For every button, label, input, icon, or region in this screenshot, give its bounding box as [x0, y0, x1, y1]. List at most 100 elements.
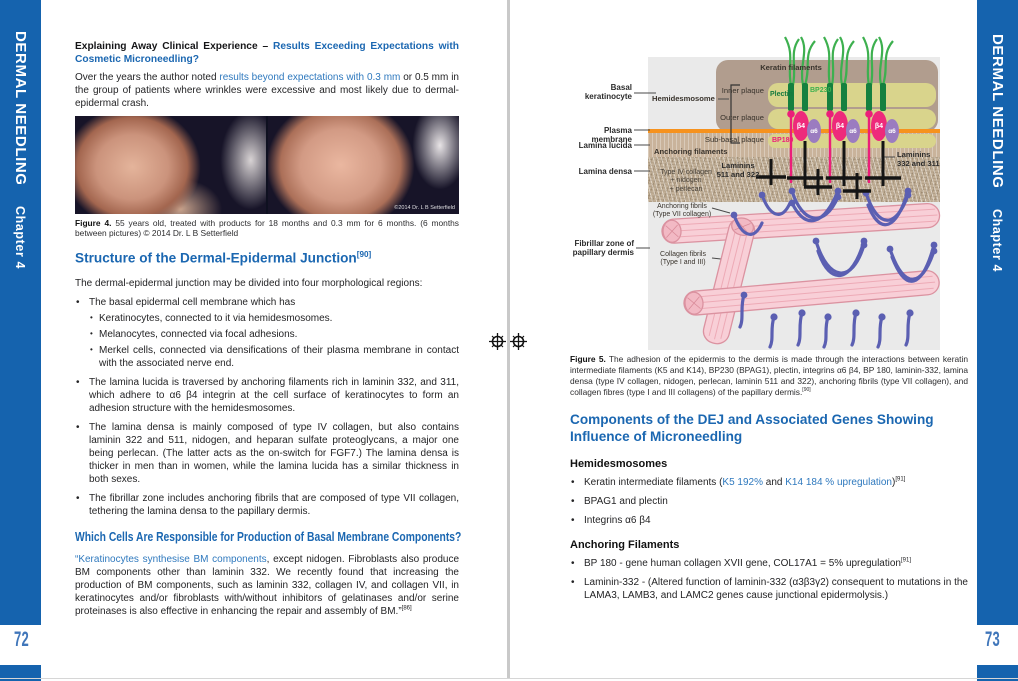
label-plectin: Plectin	[770, 91, 793, 98]
bullet-fibrillar-zone: • The fibrillar zone includes anchoring …	[75, 492, 459, 518]
bullet-marker: •	[76, 492, 80, 504]
integrin-alpha6: α6	[885, 119, 899, 143]
cells-section-heading: Which Cells Are Responsible for Producti…	[75, 529, 462, 546]
label-fibrillar-zone: Fibrillar zone of papillary dermis	[572, 239, 634, 258]
keratin-pre: Keratin intermediate filaments (	[584, 476, 723, 488]
sub-bullet-text: Keratinocytes, connected to it via hemid…	[99, 312, 333, 324]
bullet-basal-text: The basal epidermal cell membrane which …	[89, 296, 296, 308]
bullet-bpag1: • BPAG1 and plectin	[570, 495, 968, 508]
bullet-marker: •	[76, 296, 80, 308]
figure4-photo-before	[75, 115, 266, 214]
left-sidebar: DERMAL NEEDLING Chapter 4	[0, 0, 41, 625]
photo-watermark: ©2014 Dr. L B Setterfield	[394, 204, 455, 211]
keratin-mid: and	[763, 476, 786, 488]
left-sidebar-title: DERMAL NEEDLING	[12, 31, 29, 186]
label-inner-plaque: Inner plaque	[721, 86, 764, 95]
figure4-caption: Figure 4. 55 years old, treated with pro…	[75, 218, 459, 240]
bullet-laminin-332: • Laminin-332 - (Altered function of lam…	[570, 576, 968, 602]
bullet-marker: •	[571, 476, 575, 488]
label-anchoring-filaments: Anchoring filaments	[654, 147, 728, 156]
integrin-alpha6: α6	[846, 119, 860, 143]
quote-ref: [86]	[401, 605, 412, 612]
page-gutter-divider	[507, 0, 510, 678]
intro-para-pre: Over the years the author noted	[75, 71, 220, 83]
bullet-marker: •	[571, 557, 575, 569]
sub-bullet-marker: •	[90, 312, 93, 322]
right-page-column: Figure 5. The adhesion of the epidermis …	[570, 352, 968, 602]
figure4-caption-text: 55 years old, treated with products for …	[75, 217, 459, 239]
integrin-alpha6: α6	[807, 119, 821, 143]
sub-bullet-text: Melanocytes, connected via focal adhesio…	[99, 328, 298, 340]
figure5-caption-label: Figure 5.	[570, 354, 606, 364]
right-page-number: 73	[985, 628, 1001, 651]
bullet-laminin332-text: Laminin-332 - (Altered function of lamin…	[584, 576, 968, 601]
components-section-heading: Components of the DEJ and Associated Gen…	[570, 411, 934, 444]
alpha6-label: α6	[810, 127, 818, 135]
label-lamina-lucida: Lamina lucida	[578, 141, 632, 150]
structure-intro: The dermal-epidermal junction may be div…	[75, 277, 423, 289]
quote-rest-text: , except nidogen. Fibroblasts also produ…	[75, 553, 459, 617]
bullet-bp180-gene: • BP 180 - gene human collagen XVII gene…	[570, 557, 968, 570]
sub-bullet-merkel: • Merkel cells, connected via densificat…	[89, 344, 459, 370]
bullet-fibrillar-text: The fibrillar zone includes anchoring fi…	[89, 492, 459, 517]
intro-heading: Explaining Away Clinical Experience – Re…	[75, 40, 459, 67]
diagram-artwork	[634, 36, 941, 349]
structure-bullet-list: • The basal epidermal cell membrane whic…	[75, 296, 459, 518]
intro-heading-highlight: Results Exceeding Expectations with Cosm…	[75, 41, 459, 66]
label-lamina-densa: Lamina densa	[578, 167, 632, 176]
label-bp230: BP230	[810, 87, 832, 94]
figure5-caption-text: The adhesion of the epidermis to the der…	[570, 354, 968, 397]
sub-bullet-keratinocytes: • Keratinocytes, connected to it via hem…	[89, 312, 459, 325]
integrin-beta4: β4	[832, 111, 848, 141]
bullet-marker: •	[76, 376, 80, 388]
label-collagen-fibrils: Collagen fibrils (Type I and III)	[660, 251, 706, 267]
figure4-caption-label: Figure 4.	[75, 217, 112, 228]
sub-bullet-text: Merkel cells, connected via densificatio…	[99, 344, 459, 369]
left-footer-block	[0, 665, 41, 681]
keratin-k5: K5 192%	[722, 476, 763, 488]
bullet-bpag1-text: BPAG1 and plectin	[584, 495, 668, 507]
registration-mark-icon	[489, 333, 506, 350]
sub-bullet-melanocytes: • Melanocytes, connected via focal adhes…	[89, 328, 459, 341]
bullet-marker: •	[571, 495, 575, 507]
left-page-number: 72	[14, 628, 30, 651]
label-bp180: BP180	[772, 137, 794, 144]
page-bottom-edge	[0, 678, 1018, 679]
bullet-integrins: • Integrins α6 β4	[570, 514, 968, 527]
bp180-ref: [91]	[900, 557, 911, 564]
bullet-densa-text: The lamina densa is mainly composed of t…	[89, 421, 459, 485]
figure5-caption: Figure 5. The adhesion of the epidermis …	[570, 354, 968, 398]
bullet-keratin-filaments: • Keratin intermediate filaments (K5 192…	[570, 476, 968, 489]
cells-heading-text: Which Cells Are Responsible for Producti…	[75, 529, 462, 544]
bullet-basal-membrane: • The basal epidermal cell membrane whic…	[75, 296, 459, 309]
left-page-column: Explaining Away Clinical Experience – Re…	[75, 0, 462, 618]
beta4-label: β4	[835, 122, 845, 130]
intro-paragraph: Over the years the author noted results …	[75, 71, 459, 110]
right-sidebar-chapter: Chapter 4	[990, 209, 1004, 273]
bullet-marker: •	[571, 576, 575, 588]
beta4-label: β4	[874, 122, 884, 130]
integrin-beta4: β4	[793, 111, 809, 141]
label-anchoring-fibrils: Anchoring fibrils (Type VII collagen)	[652, 203, 712, 219]
label-basal-keratinocyte: Basal keratinocyte	[584, 83, 632, 102]
bullet-marker: •	[571, 514, 575, 526]
beta4-label: β4	[796, 122, 806, 130]
quote-link-text: “Keratinocytes synthesise BM components	[75, 553, 267, 565]
cells-quote-paragraph: “Keratinocytes synthesise BM components,…	[75, 553, 459, 618]
label-sub-basal-plaque: Sub-basal plaque	[704, 135, 764, 144]
keratin-post: )	[892, 476, 896, 488]
left-sidebar-chapter: Chapter 4	[13, 206, 27, 270]
bullet-lamina-densa: • The lamina densa is mainly composed of…	[75, 421, 459, 486]
hemidesmosomes-subheading: Hemidesmosomes	[570, 457, 668, 470]
structure-heading-ref: [90]	[356, 250, 372, 260]
figure5-diagram: β4 α6 β4 α6 β4 α6 Basal keratinocyte Pla…	[566, 36, 942, 352]
keratin-k14: K14 184 % upregulation	[785, 476, 892, 488]
bullet-keratin-text: Keratin intermediate filaments (K5 192% …	[584, 476, 905, 489]
label-keratin-filaments: Keratin filaments	[760, 63, 822, 72]
intro-heading-prefix: Explaining Away Clinical Experience –	[75, 41, 273, 52]
label-type-iv-collagen: Type IV collagen + nidogen + perlecan	[660, 169, 712, 193]
label-laminins-511-322: Laminins 511 and 322	[716, 161, 760, 179]
label-hemidesmosome: Hemidesmosome	[652, 94, 715, 103]
figure4-photos: ©2014 Dr. L B Setterfield	[75, 115, 459, 214]
